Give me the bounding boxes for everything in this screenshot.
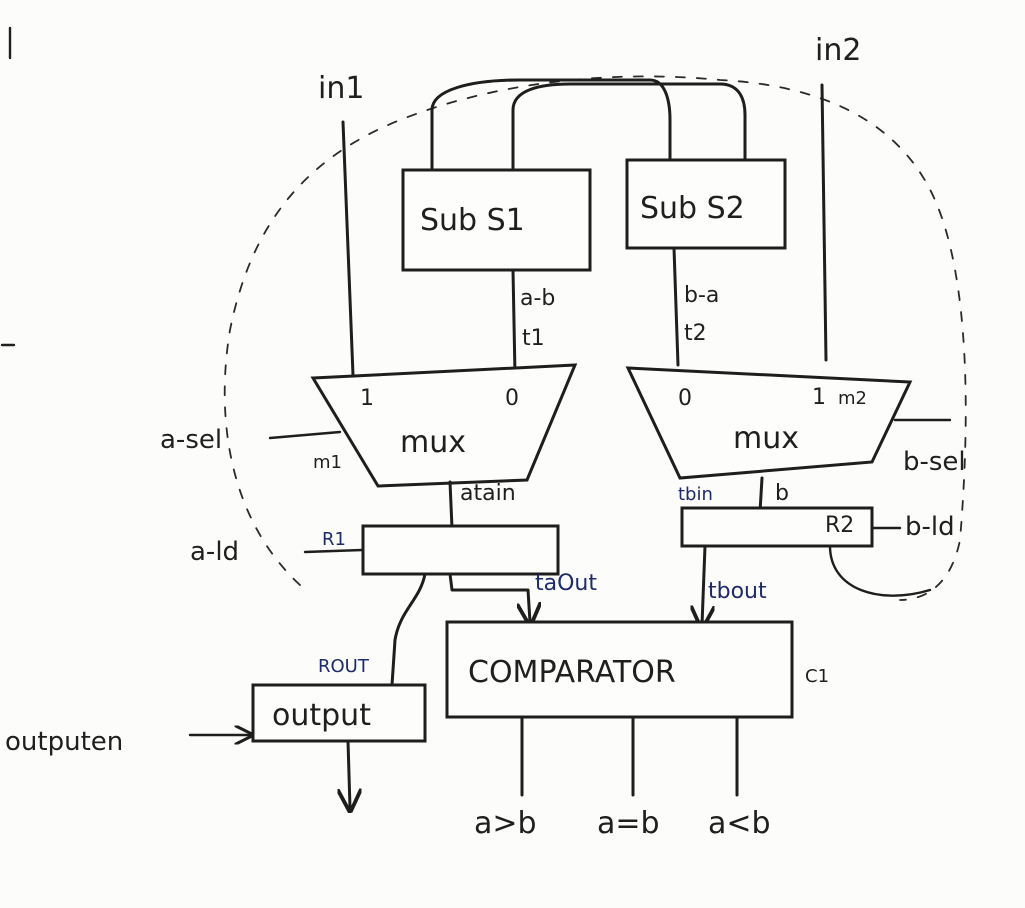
sub-s1-output-label: a-b bbox=[520, 286, 555, 311]
dashed-boundary bbox=[223, 75, 967, 601]
sub-s1-label: Sub S1 bbox=[420, 203, 525, 238]
in1-label: in1 bbox=[318, 71, 364, 106]
mux-m2-in-zero: 0 bbox=[678, 386, 692, 411]
register-r2: R2 b-ld tbout bbox=[680, 506, 955, 625]
register-r1: R1 a-ld taOut bbox=[190, 524, 597, 687]
wire-a-to-sub2 bbox=[430, 78, 672, 170]
comparator-c1: COMPARATOR C1 a>b a=b a<b bbox=[445, 620, 829, 841]
mux-m2-in-one: 1 bbox=[812, 385, 826, 410]
sub-s2: Sub S2 b-a t2 bbox=[625, 158, 787, 367]
mux-m1-in-zero: 0 bbox=[505, 386, 519, 411]
output-reg-label: ROUT bbox=[318, 656, 370, 677]
mux-m2-name: m2 bbox=[838, 388, 867, 409]
register-r1-output-label: taOut bbox=[535, 571, 597, 596]
register-r2-output-label: tbout bbox=[708, 579, 767, 604]
comparator-out-gt: a>b bbox=[474, 806, 537, 841]
output-block: output ROUT outputen bbox=[5, 656, 427, 808]
mux-m1-name: m1 bbox=[313, 452, 342, 473]
mux-m1-in-one: 1 bbox=[360, 386, 374, 411]
mux-m2-out-b: b bbox=[775, 481, 789, 506]
mux-m1-select-label: a-sel bbox=[160, 425, 222, 455]
sub-s1-reg-label: t1 bbox=[522, 326, 545, 351]
sub-s2-reg-label: t2 bbox=[684, 321, 707, 346]
register-r1-load-label: a-ld bbox=[190, 537, 239, 567]
wire-b-to-sub1 bbox=[511, 82, 747, 170]
mux-m1-output-label: atain bbox=[460, 481, 516, 506]
output-block-label: output bbox=[272, 698, 371, 733]
mux-m2-label: mux bbox=[733, 421, 799, 456]
input-in1: in1 bbox=[318, 71, 364, 377]
input-in2: in2 bbox=[815, 33, 861, 362]
register-r2-name: R2 bbox=[825, 513, 854, 538]
register-r2-load-label: b-ld bbox=[905, 512, 955, 542]
sub-s2-output-label: b-a bbox=[684, 283, 719, 308]
comparator-out-eq: a=b bbox=[597, 806, 660, 841]
in2-label: in2 bbox=[815, 33, 861, 68]
mux-m1-label: mux bbox=[400, 425, 466, 460]
comparator-label: COMPARATOR bbox=[468, 655, 676, 690]
sub-s2-label: Sub S2 bbox=[640, 191, 745, 226]
mux-m2-output-label: tbin bbox=[678, 484, 713, 505]
mux-m2: 0 1 m2 mux b-sel tbin b bbox=[625, 366, 966, 514]
register-r1-name: R1 bbox=[322, 529, 346, 550]
mux-m1: 1 0 mux m1 a-sel atain bbox=[160, 363, 578, 530]
output-enable-label: outputen bbox=[5, 727, 123, 757]
comparator-out-lt: a<b bbox=[708, 806, 771, 841]
comparator-name: C1 bbox=[805, 666, 829, 687]
sub-s1: Sub S1 a-b t1 bbox=[401, 168, 592, 377]
mux-m2-select-label: b-sel bbox=[903, 447, 966, 477]
